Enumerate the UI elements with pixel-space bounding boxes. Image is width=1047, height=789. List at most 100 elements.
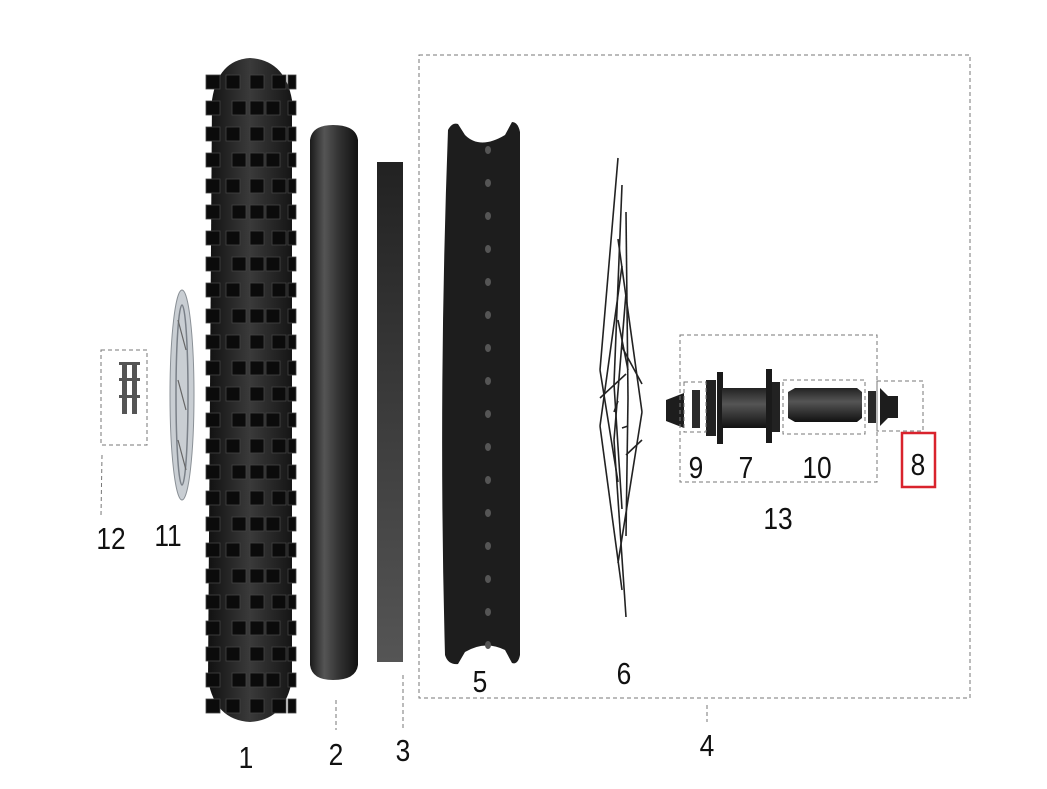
tire-knob bbox=[249, 386, 265, 402]
callout-6: 6 bbox=[617, 657, 632, 691]
callout-10: 10 bbox=[802, 451, 831, 485]
tire-knob bbox=[287, 542, 297, 558]
rim-spoke-hole bbox=[485, 344, 491, 352]
tire-knob bbox=[249, 74, 265, 90]
tire-knob bbox=[249, 334, 265, 350]
part-bolts bbox=[100, 349, 148, 446]
spoke bbox=[617, 411, 643, 564]
tire-knob bbox=[231, 152, 247, 168]
callout-11: 11 bbox=[154, 519, 181, 553]
tire-knob bbox=[265, 620, 281, 636]
part-bearing-left bbox=[666, 393, 684, 428]
tire-knob bbox=[205, 594, 221, 610]
tire-knob bbox=[249, 126, 265, 142]
tire-knob bbox=[265, 204, 281, 220]
tire-knob bbox=[249, 646, 265, 662]
tire-knob bbox=[205, 438, 221, 454]
part-inner-tube bbox=[310, 125, 358, 680]
rim-spoke-hole bbox=[485, 575, 491, 583]
callout-1: 1 bbox=[239, 741, 254, 775]
tire-knob bbox=[231, 308, 247, 324]
tire-knob bbox=[271, 438, 287, 454]
tire-knob bbox=[287, 594, 297, 610]
tire-knob bbox=[287, 100, 297, 116]
tire-knob bbox=[225, 490, 241, 506]
tire-knob bbox=[249, 360, 265, 376]
tire-knob bbox=[271, 230, 287, 246]
tire-knob bbox=[225, 542, 241, 558]
tire-knob bbox=[205, 152, 221, 168]
part-brake-disc bbox=[169, 289, 195, 501]
rim-spoke-hole bbox=[485, 443, 491, 451]
tire-knob bbox=[225, 282, 241, 298]
spoke bbox=[613, 383, 623, 510]
tire-knob bbox=[287, 334, 297, 350]
tire-knob bbox=[249, 152, 265, 168]
rim-spoke-hole bbox=[485, 542, 491, 550]
tire-knob bbox=[287, 646, 297, 662]
tire-knob bbox=[265, 464, 281, 480]
part-spacer-9 bbox=[692, 390, 700, 428]
tire-knob bbox=[205, 308, 221, 324]
tire-knob bbox=[205, 464, 221, 480]
tire-knob bbox=[271, 386, 287, 402]
tire-knob bbox=[271, 490, 287, 506]
tire-knob bbox=[231, 204, 247, 220]
tire-knob bbox=[265, 256, 281, 272]
part-rim bbox=[442, 122, 520, 665]
part-bearing-8 bbox=[880, 388, 898, 426]
spoke bbox=[625, 439, 643, 456]
tire-knob bbox=[205, 230, 221, 246]
tire-knob bbox=[265, 568, 281, 584]
rim-spoke-hole bbox=[485, 509, 491, 517]
rim-spoke-hole bbox=[485, 410, 491, 418]
tire-knob bbox=[287, 152, 297, 168]
tire-knob bbox=[265, 412, 281, 428]
tire-knob bbox=[205, 74, 221, 90]
spoke bbox=[599, 425, 623, 591]
tire-knob bbox=[287, 308, 297, 324]
tire-knob bbox=[249, 100, 265, 116]
tire-knob bbox=[249, 438, 265, 454]
tire-knob bbox=[271, 594, 287, 610]
tire-knob bbox=[231, 568, 247, 584]
tire-knob bbox=[271, 698, 287, 714]
tire-knob bbox=[225, 646, 241, 662]
tire-knob bbox=[265, 152, 281, 168]
part-tire bbox=[205, 58, 297, 722]
tire-knob bbox=[205, 490, 221, 506]
tire-knob bbox=[287, 438, 297, 454]
tire-knob bbox=[271, 74, 287, 90]
callout-5: 5 bbox=[473, 665, 488, 699]
part-rim-strip bbox=[377, 162, 403, 662]
tire-knob bbox=[205, 282, 221, 298]
rim-spoke-hole bbox=[485, 212, 491, 220]
tire-knob bbox=[231, 672, 247, 688]
tire-knob bbox=[287, 386, 297, 402]
group-box-13 bbox=[679, 334, 878, 483]
spoke bbox=[599, 157, 619, 371]
rim-spoke-hole bbox=[485, 146, 491, 154]
tire-knob bbox=[271, 126, 287, 142]
group-box-9 bbox=[683, 381, 707, 433]
tire-knob bbox=[231, 100, 247, 116]
callout-13: 13 bbox=[763, 502, 792, 536]
tire-knob bbox=[231, 412, 247, 428]
tire-knob bbox=[231, 360, 247, 376]
tire-knob bbox=[287, 74, 297, 90]
tire-knob bbox=[271, 334, 287, 350]
spoke bbox=[599, 265, 623, 427]
tire-knob bbox=[271, 542, 287, 558]
tire-knob bbox=[205, 360, 221, 376]
rim-spoke-hole bbox=[485, 641, 491, 649]
tire-knob bbox=[205, 204, 221, 220]
tire-knob bbox=[287, 490, 297, 506]
tire-knob bbox=[231, 256, 247, 272]
tire-knob bbox=[249, 698, 265, 714]
tire-knob bbox=[249, 178, 265, 194]
callout-12: 12 bbox=[96, 522, 125, 556]
rim-spoke-hole bbox=[485, 377, 491, 385]
part-axle-10 bbox=[788, 388, 862, 422]
callout-7: 7 bbox=[739, 451, 754, 485]
